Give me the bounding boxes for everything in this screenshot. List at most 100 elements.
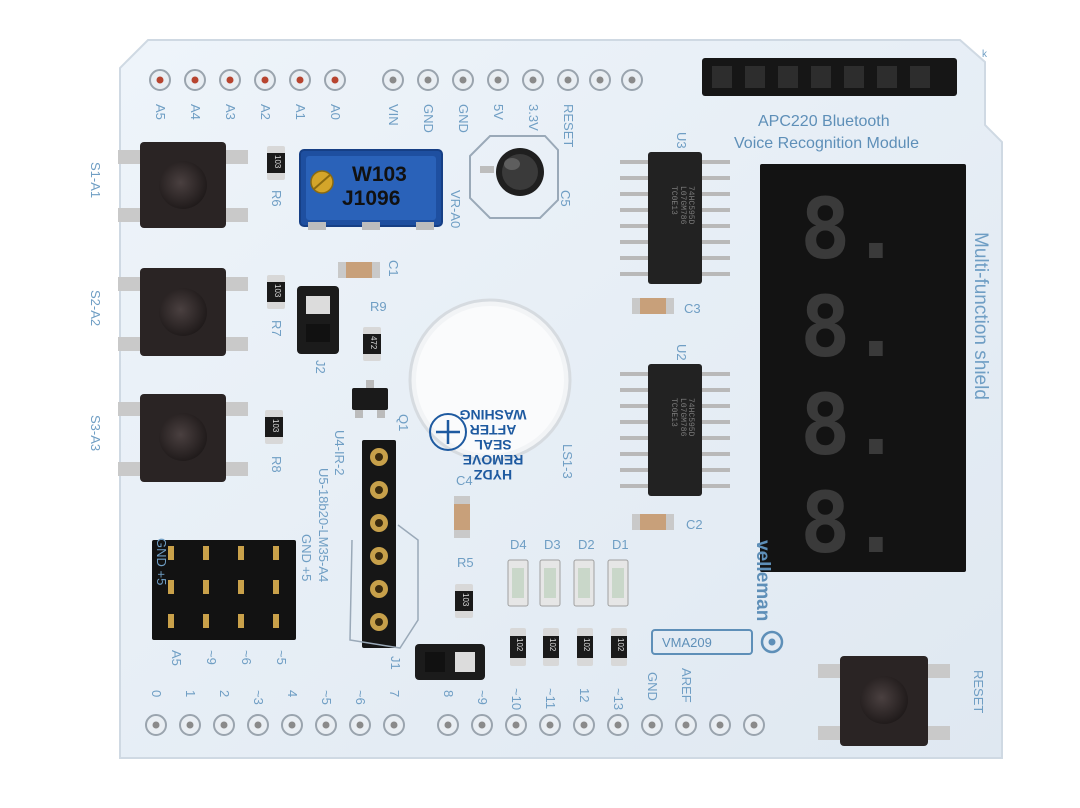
transistor-label-q1: Q1 [396,414,411,432]
button-s1 [118,142,248,228]
pin-label-gnd-1: GND [421,104,436,133]
sensor-label-temp: U5-18b20-LM35-A4 [316,468,331,583]
led-res-code-3: 102 [582,638,591,652]
servo-label-6: ~6 [239,650,254,665]
servo-header [152,540,296,640]
pin-label-a3: A3 [223,104,238,120]
display-digit-3: 8. [800,376,902,474]
pin-label-d7: 7 [387,690,402,698]
module-title-line1: APC220 Bluetooth [758,113,890,130]
jumper-j2 [297,286,339,354]
button-label-s1: S1-A1 [88,162,103,199]
display-digits: 8. 8. 8. 8. [800,180,901,572]
pot-marking-2: J1096 [342,187,401,210]
capacitor-c2 [632,514,674,530]
led-label-d4: D4 [510,537,527,552]
led-res-code-1: 102 [515,638,524,652]
pin-label-a4: A4 [188,104,203,120]
display-digit-2: 8. [800,278,902,376]
pin-label-d4: 4 [285,690,300,698]
button-reset [818,656,950,746]
resistor-r7 [267,275,285,309]
resistor-label-r5: R5 [457,555,474,570]
pin-label-reset-top: RESET [561,104,576,148]
buzzer-text-block: HYDZ REMOVE SEAL AFTER WASHING [418,312,568,483]
pin-label-d11: ~11 [543,688,558,710]
apc220-socket [702,58,957,96]
cap-label-c4: C4 [456,473,473,488]
resistor-r6 [267,146,285,180]
header-holes-bottom [145,714,765,736]
pot-label: VR-A0 [448,190,463,229]
resistor-r5 [455,584,473,618]
potentiometer [299,149,443,230]
display-digit-4: 8. [800,474,902,572]
sensor-socket [349,440,419,649]
buzzer-text-1: HYDZ [473,467,513,483]
chip-marking-u2: 74HC595D L07GM786 TC0E13 [669,398,695,437]
pin-label-gnd-2: GND [456,104,471,133]
button-label-s3: S3-A3 [88,415,103,452]
corner-mark: k [982,49,987,60]
header-holes-analog [149,69,346,91]
servo-label-a5: A5 [169,650,184,666]
reset-button-label: RESET [971,670,986,714]
pin-label-gnd-bottom: GND [645,672,660,701]
resistor-code-r8: 103 [271,419,280,433]
cap-label-c1: C1 [386,260,401,277]
transistor-q1 [352,380,388,418]
resistor-r9 [363,327,381,361]
pin-label-a1: A1 [293,104,308,120]
header-holes-power [382,69,643,91]
chip-label-u3: U3 [674,132,689,149]
pin-label-5v: 5V [491,104,506,120]
buzzer-text-5: WASHING [459,406,527,423]
led-label-d2: D2 [578,537,595,552]
led-resistors [510,628,627,666]
cap-label-c3: C3 [684,301,701,316]
resistor-label-r6: R6 [269,190,284,207]
jumper-label-j2: J2 [313,360,328,374]
button-s3 [118,394,248,482]
shield-title: Multi-function shield [970,232,991,400]
pin-label-d5: ~5 [319,690,334,705]
servo-label-5: ~5 [274,650,289,665]
pin-label-d2: 2 [217,690,232,698]
capacitor-c1 [338,262,380,278]
display-digit-1: 8. [800,180,902,278]
pin-label-3v3: 3.3V [526,104,541,131]
module-title-line2: Voice Recognition Module [734,135,920,152]
resistor-code-r9: 472 [369,336,378,350]
pin-label-d1: 1 [183,690,198,698]
buzzer-text-4: AFTER [469,421,517,438]
sensor-gnd-label: GND +5 [299,534,314,582]
chip-marking-u3: 74HC595D L07GM786 TC0E13 [669,186,695,225]
capacitor-c5 [469,135,559,219]
pin-label-a0: A0 [328,104,343,120]
resistor-label-r8: R8 [269,456,284,473]
pin-label-d12: 12 [577,688,592,703]
seven-segment-display [760,164,966,572]
pin-label-d3: ~3 [251,690,266,705]
model-box [651,629,784,655]
capacitor-c4 [454,496,470,538]
resistor-code-r6: 103 [273,155,282,169]
brand-logo: velleman [752,540,773,622]
cap-label-c5: C5 [558,190,573,207]
jumper-j1 [415,644,485,680]
led-res-code-4: 102 [616,638,625,652]
pot-marking-1: W103 [352,163,407,186]
chip-u2 [620,364,730,496]
button-label-s2: S2-A2 [88,290,103,327]
chip-u3 [620,152,730,284]
pin-label-a5: A5 [153,104,168,120]
capacitor-c3 [632,298,674,314]
resistor-label-r7: R7 [269,320,284,337]
servo-label-gnd5: GND +5 [154,538,169,586]
servo-label-9: ~9 [204,650,219,665]
sensor-label-ir: U4-IR-2 [332,430,347,476]
resistor-code-r5: 103 [461,593,470,607]
led-res-code-2: 102 [548,638,557,652]
buzzer-label: LS1-3 [560,444,575,479]
